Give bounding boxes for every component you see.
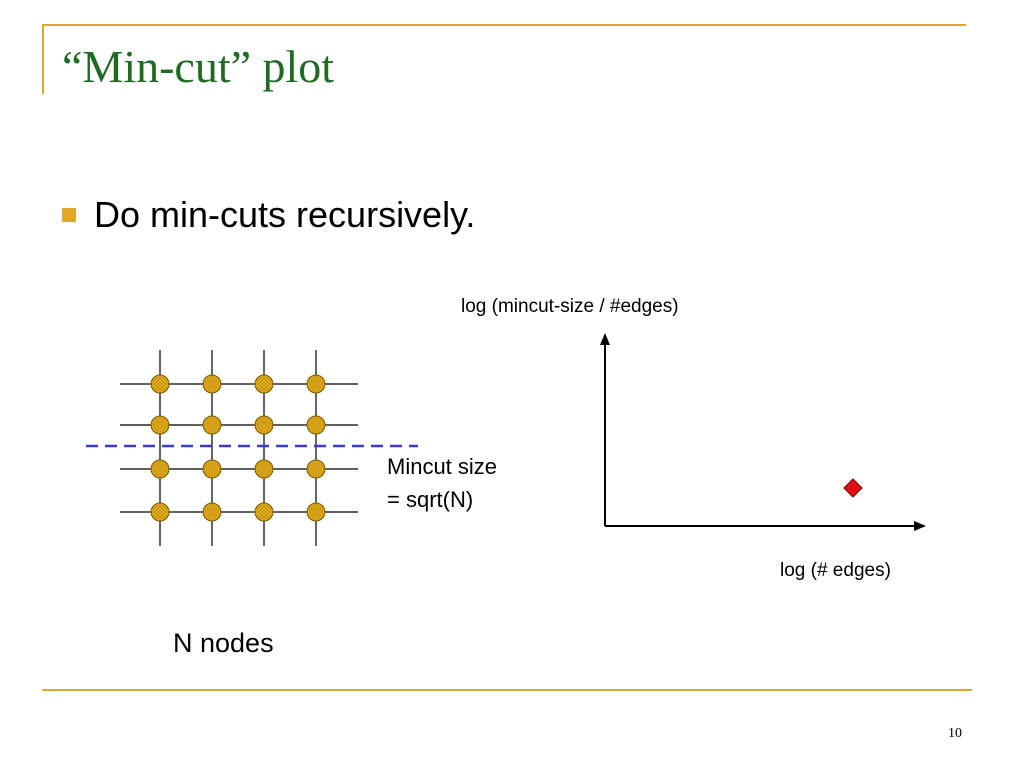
mincut-label-line1: Mincut size [387,454,497,479]
footer-divider-line [42,689,972,691]
page-number: 10 [948,726,962,741]
grid-node [306,459,326,479]
grid-node [202,374,222,394]
grid-node [254,374,274,394]
grid-node [150,502,170,522]
mincut-label-line2: = sqrt(N) [387,487,473,512]
grid-node [306,415,326,435]
plot-point-diamond [843,478,863,498]
bullet-item: Do min-cuts recursively. [62,190,475,240]
grid-node [202,415,222,435]
grid-node [306,502,326,522]
top-border-line [42,24,966,26]
grid-node [150,459,170,479]
left-border-line [42,24,44,94]
slide-title: “Min-cut” plot [62,41,335,92]
grid-node [150,374,170,394]
grid-node [306,374,326,394]
grid-node [254,415,274,435]
grid-node [254,459,274,479]
grid-node [150,415,170,435]
bullet-text: Do min-cuts recursively. [94,194,476,235]
grid-node [202,459,222,479]
grid-node [202,502,222,522]
y-axis-label: log (mincut-size / #edges) [461,296,679,317]
grid-nodes [150,374,326,522]
grid-caption: N nodes [173,628,274,658]
x-axis-label: log (# edges) [780,560,891,581]
bullet-square-icon [62,208,76,222]
grid-node [254,502,274,522]
